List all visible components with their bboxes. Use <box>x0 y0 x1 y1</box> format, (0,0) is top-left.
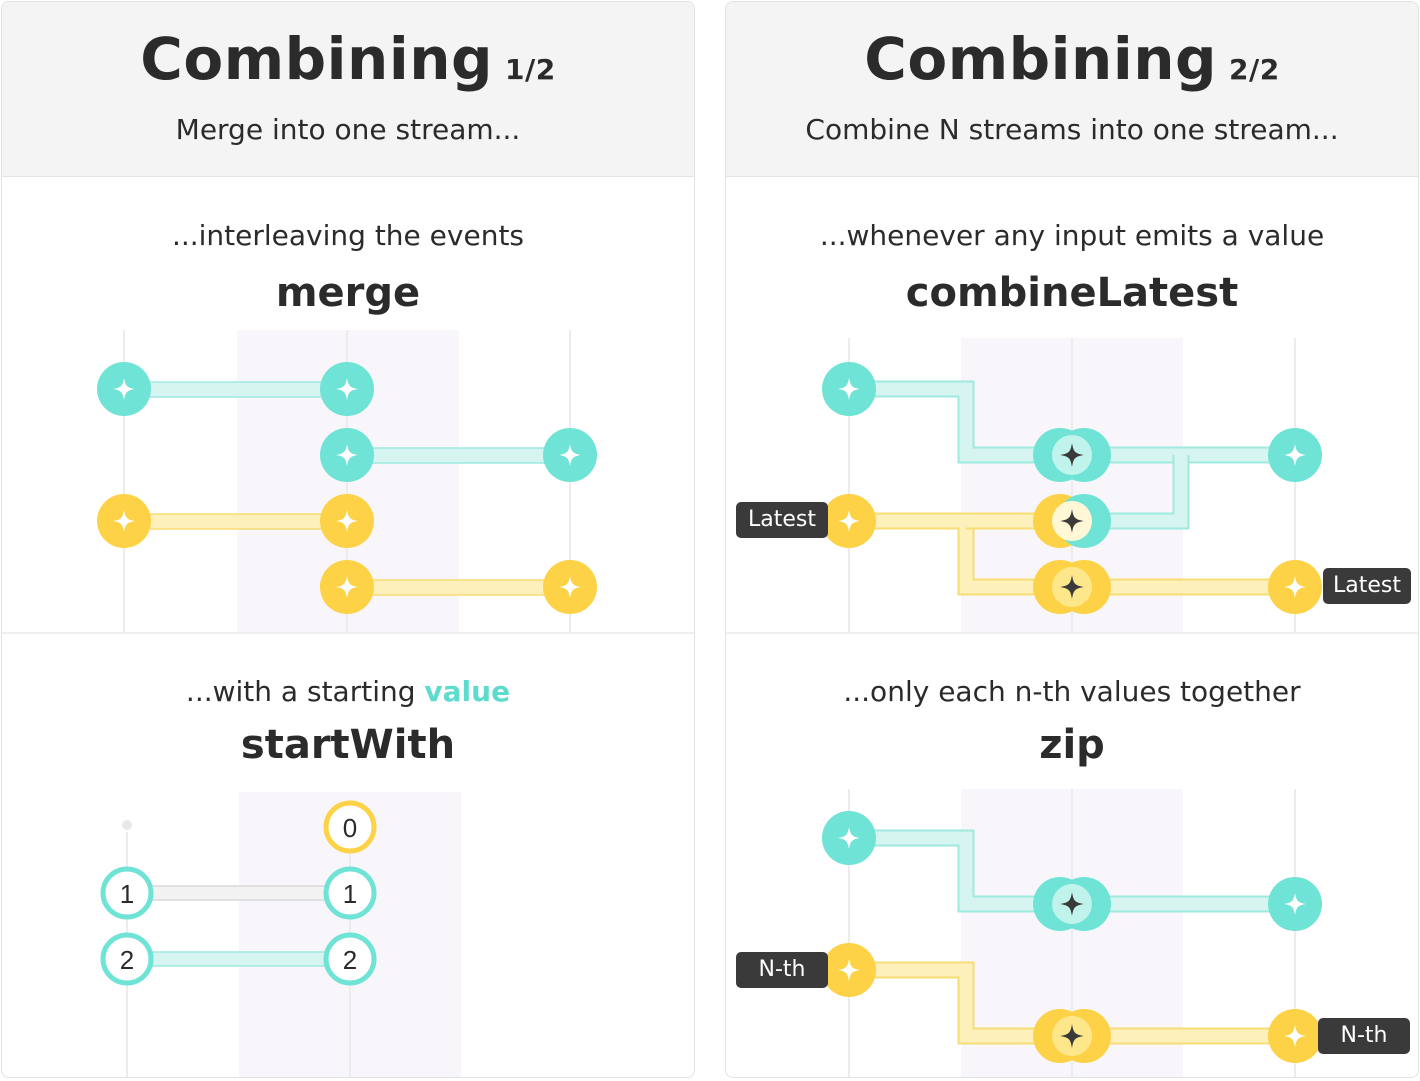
card-title: Combining 1/2 <box>2 24 694 105</box>
combinelatest-operator-name: combineLatest <box>905 270 1239 316</box>
section-divider <box>2 632 694 634</box>
zip-diagram <box>822 789 1322 1077</box>
page-indicator: 2/2 <box>1229 53 1280 86</box>
yellow-event-marker <box>1268 1009 1322 1063</box>
marker-label: 1 <box>343 879 357 909</box>
yellow-event-marker <box>1268 560 1322 614</box>
nth-tag: N-th <box>736 952 828 988</box>
teal-event-marker <box>320 428 374 482</box>
yellow-event-marker <box>97 494 151 548</box>
startwith-operator-name: startWith <box>240 722 456 768</box>
yellow-track <box>849 514 1295 594</box>
marker-label: 0 <box>343 813 357 843</box>
yellow-event-marker <box>320 494 374 548</box>
marker-label: 2 <box>343 945 357 975</box>
initial-value-marker: 0 <box>323 800 377 854</box>
combined-event-marker <box>1033 1009 1111 1063</box>
marker-label: 1 <box>120 879 134 909</box>
value-marker: 2 <box>323 932 377 986</box>
zip-caption: ...only each n-th values together <box>843 675 1301 708</box>
card-header: Combining 2/2 Combine N streams into one … <box>726 2 1418 177</box>
right-diagrams <box>822 338 1322 1077</box>
combined-event-marker <box>1033 560 1111 614</box>
teal-event-marker <box>1268 877 1322 931</box>
caption-highlight: value <box>424 675 511 708</box>
value-marker: 2 <box>100 932 154 986</box>
teal-event-marker <box>97 362 151 416</box>
card-subtitle: Combine N streams into one stream... <box>805 113 1339 146</box>
combined-event-marker <box>1033 877 1111 931</box>
teal-track <box>126 951 351 967</box>
yellow-track <box>123 513 348 530</box>
merge-operator-name: merge <box>275 270 421 316</box>
combinelatest-caption: ...whenever any input emits a value <box>819 219 1325 252</box>
combinelatest-diagram <box>822 338 1322 632</box>
yellow-event-marker <box>543 560 597 614</box>
startwith-caption: ...with a starting value <box>2 672 694 712</box>
title-text: Combining <box>140 25 494 93</box>
combining-card-left: Combining 1/2 Merge into one stream... ..… <box>1 1 695 1078</box>
marker-label: 2 <box>120 945 134 975</box>
startwith-diagram: 0 1 1 2 2 <box>100 792 461 1077</box>
combined-event-marker <box>1033 428 1111 482</box>
teal-track <box>123 381 348 398</box>
page-indicator: 1/2 <box>505 53 556 86</box>
card-subtitle: Merge into one stream... <box>175 113 521 146</box>
yellow-event-marker <box>822 494 876 548</box>
section-divider <box>726 632 1418 634</box>
stream-start-dot <box>122 820 132 830</box>
zip-operator-name: zip <box>1039 722 1105 768</box>
caption-prefix: ...with a starting <box>185 675 425 708</box>
value-marker: 1 <box>100 866 154 920</box>
teal-event-marker <box>1268 428 1322 482</box>
value-marker: 1 <box>323 866 377 920</box>
card-header: Combining 1/2 Merge into one stream... <box>2 2 694 177</box>
teal-event-marker <box>822 811 876 865</box>
teal-event-marker <box>543 428 597 482</box>
latest-tag: Latest <box>736 502 828 538</box>
card-title: Combining 2/2 <box>726 24 1418 105</box>
teal-event-marker <box>320 362 374 416</box>
teal-track <box>849 382 1295 462</box>
merge-caption: ...interleaving the events <box>171 219 525 252</box>
nth-tag: N-th <box>1318 1018 1410 1054</box>
yellow-event-marker <box>320 560 374 614</box>
merge-diagram <box>97 330 597 632</box>
combined-event-marker <box>1033 494 1111 548</box>
teal-track <box>849 831 1295 911</box>
teal-track <box>346 447 571 464</box>
yellow-event-marker <box>822 943 876 997</box>
teal-event-marker <box>822 362 876 416</box>
left-diagrams: 0 1 1 2 2 <box>97 330 597 1077</box>
yellow-track <box>346 579 571 596</box>
title-text: Combining <box>864 25 1218 93</box>
gray-track <box>126 885 351 901</box>
latest-tag: Latest <box>1323 568 1411 604</box>
yellow-track <box>849 963 1295 1043</box>
combining-card-right: Combining 2/2 Combine N streams into one … <box>725 1 1419 1078</box>
